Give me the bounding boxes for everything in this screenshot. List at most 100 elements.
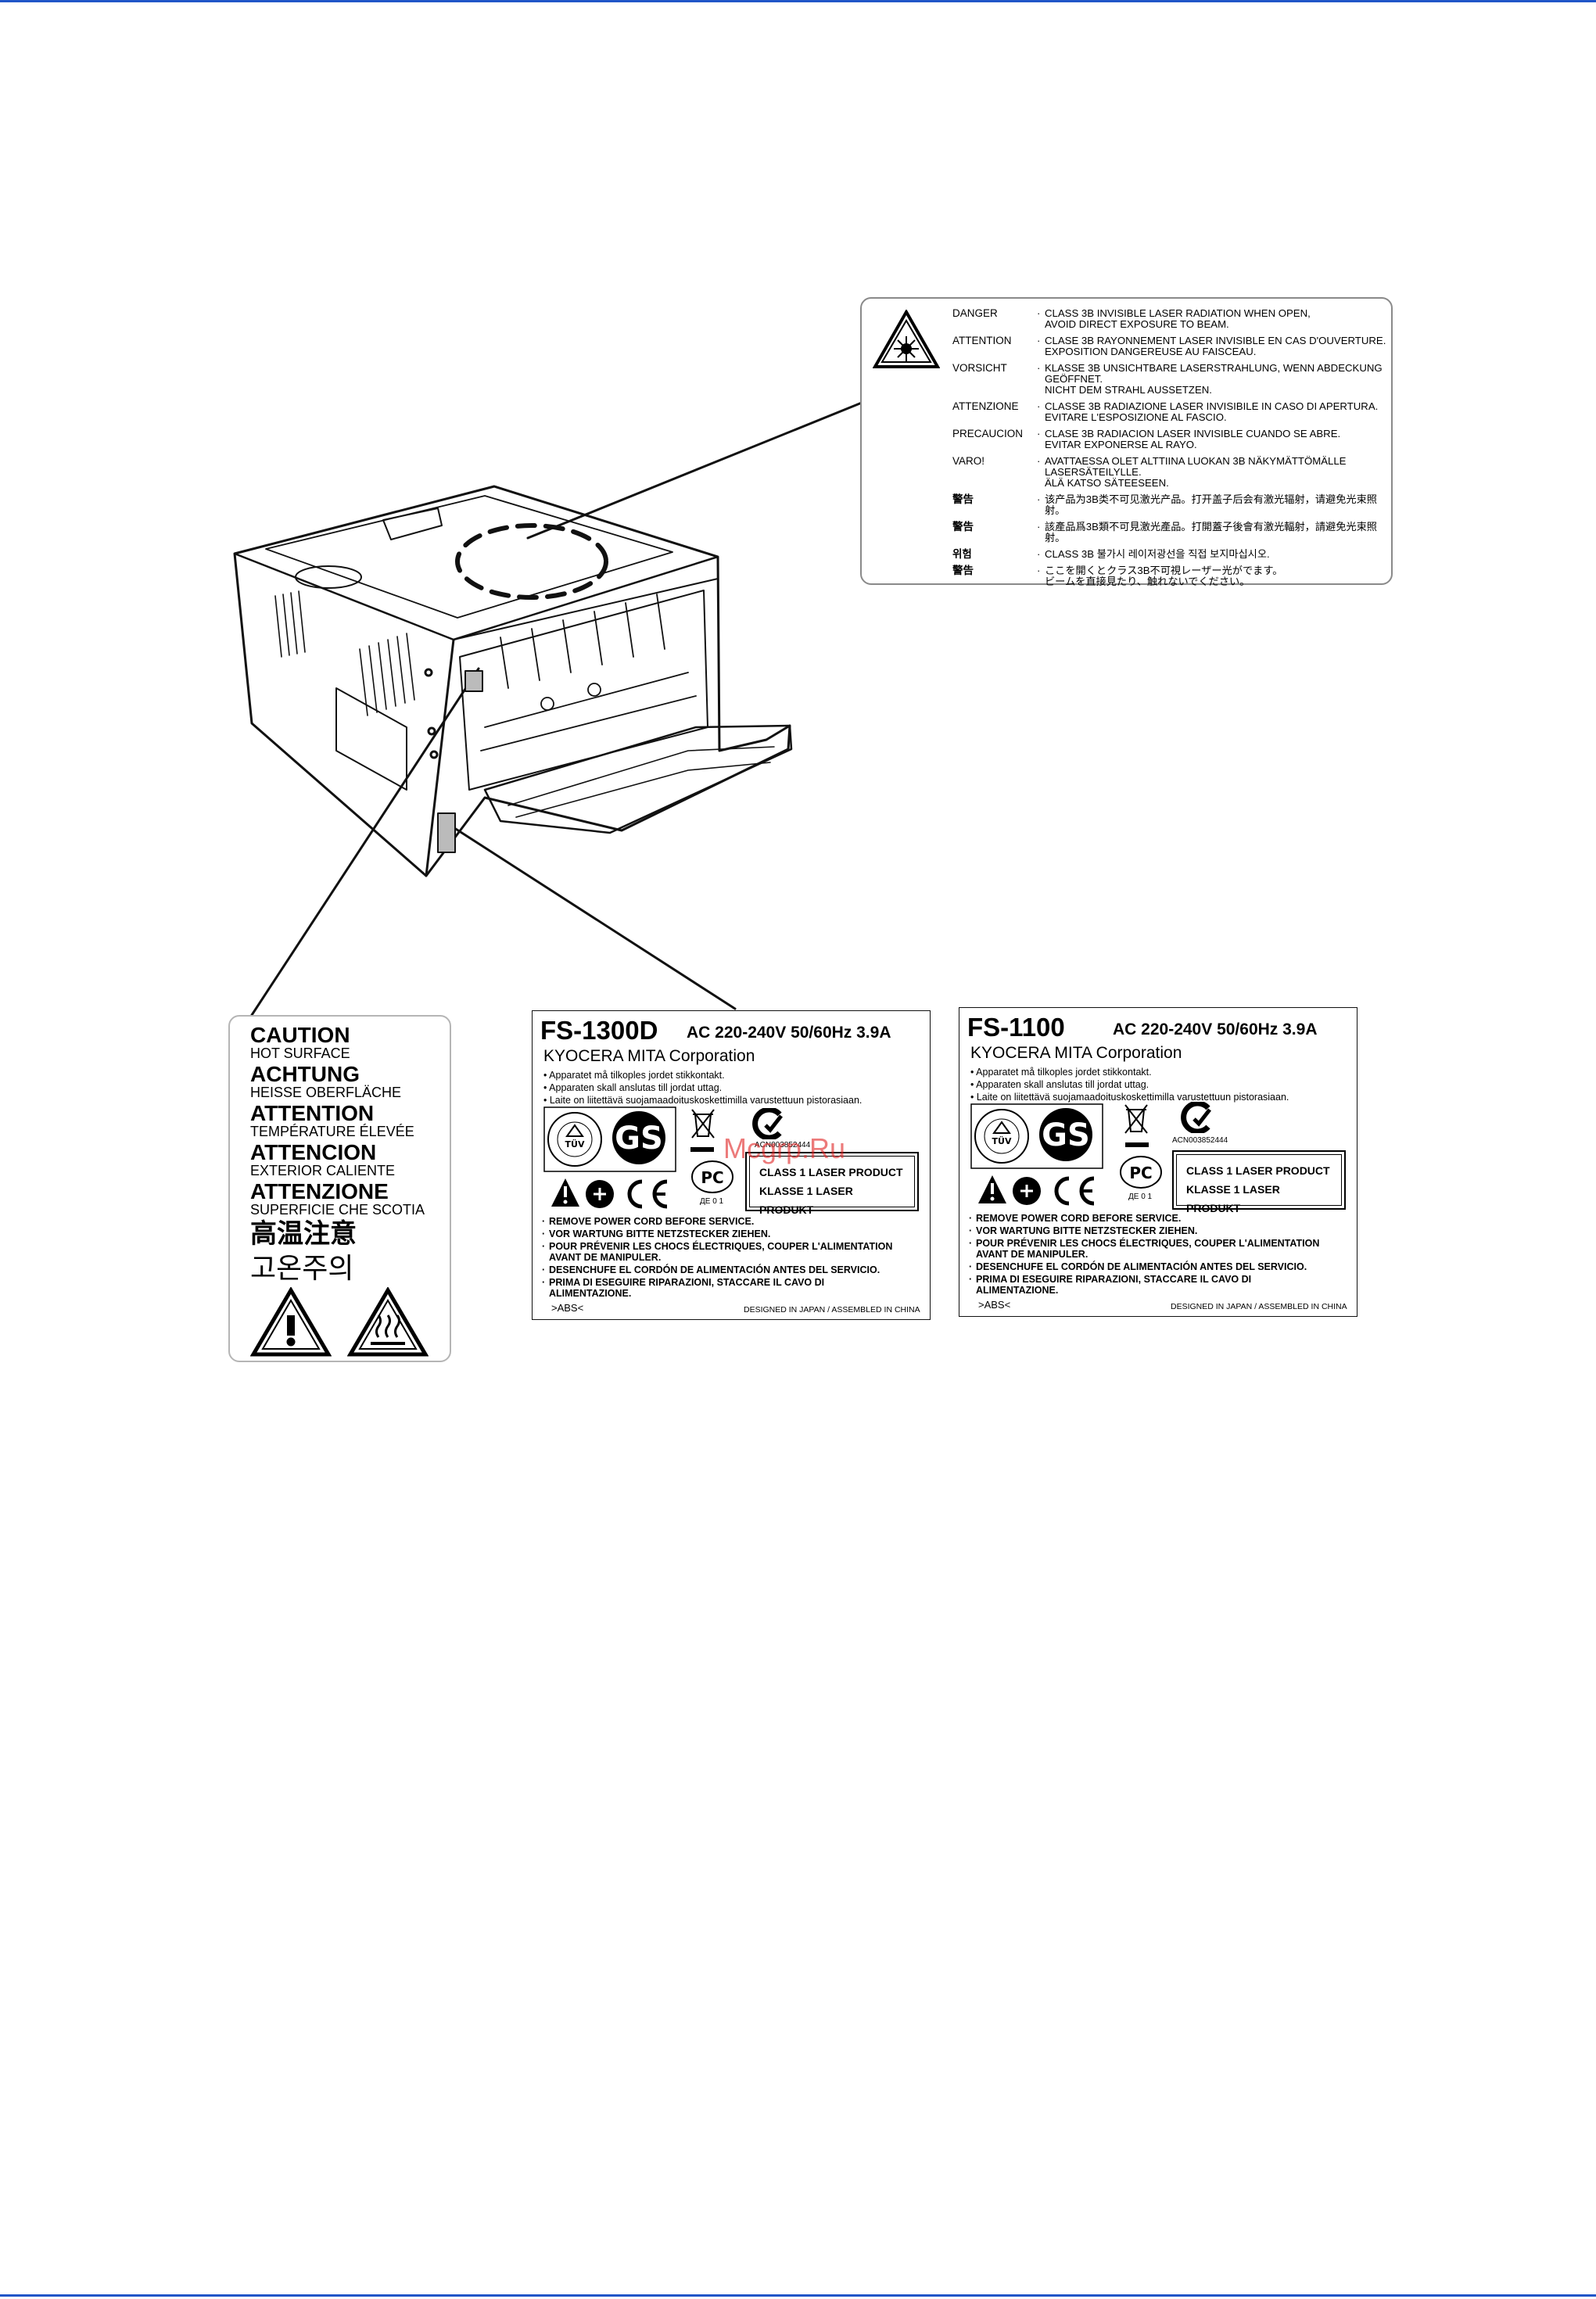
bar-icon (690, 1147, 714, 1152)
grounding-notes: Apparatet må tilkoples jordet stikkontak… (970, 1066, 1289, 1103)
caution-subtext: HEISSE OBERFLÄCHE (250, 1085, 402, 1100)
weee-bin-icon (691, 1109, 715, 1139)
model-name: FS-1300D (540, 1016, 658, 1045)
warning-text: AVATTAESSA OLET ALTTIINA LUOKAN 3B NÄKYM… (1037, 456, 1387, 489)
material-code: >ABS< (978, 1299, 1011, 1311)
svg-text:TÜV: TÜV (992, 1135, 1012, 1146)
class-1-laser-box: CLASS 1 LASER PRODUCT KLASSE 1 LASER PRO… (745, 1152, 919, 1216)
laser-warning-row: VORSICHT KLASSE 3B UNSICHTBARE LASERSTRAH… (952, 363, 1387, 396)
warning-text: CLASE 3B RADIACION LASER INVISIBLE CUAND… (1037, 429, 1387, 450)
warning-text: CLASSE 3B RADIAZIONE LASER INVISIBILE IN… (1037, 401, 1387, 423)
origin-statement: DESIGNED IN JAPAN / ASSEMBLED IN CHINA (744, 1305, 920, 1314)
grounding-note: Apparatet må tilkoples jordet stikkontak… (970, 1066, 1289, 1078)
warning-text: 該產品爲3B類不可見激光產品。打開蓋子後會有激光輻射，請避免光束照射。 (1037, 522, 1387, 543)
caution-line-5: ATTENZIONE SUPERFICIE CHE SCOTIA (250, 1181, 425, 1218)
origin-statement: DESIGNED IN JAPAN / ASSEMBLED IN CHINA (1171, 1302, 1347, 1311)
laser-warning-row: VARO! AVATTAESSA OLET ALTTIINA LUOKAN 3B … (952, 456, 1387, 489)
laser-warning-row: 警告 该产品为3B类不可见激光产品。打开盖子后会有激光辐射，请避免光束照射。 (952, 494, 1387, 516)
c-tick-icon (752, 1108, 783, 1139)
laser-warning-row: ATTENTIONCLASE 3B RAYONNEMENT LASER INVI… (952, 335, 1387, 357)
service-warning: PRIMA DI ESEGUIRE RIPARAZIONI, STACCARE … (542, 1277, 902, 1299)
service-warnings: REMOVE POWER CORD BEFORE SERVICE. VOR WA… (542, 1216, 902, 1300)
service-warning: DESENCHUFE EL CORDÓN DE ALIMENTACIÓN ANT… (969, 1261, 1329, 1272)
watermark-text: Mcgrp.Ru (723, 1132, 846, 1164)
weee-bin-icon (1124, 1104, 1148, 1134)
svg-text:GS: GS (615, 1121, 663, 1157)
service-warning: REMOVE POWER CORD BEFORE SERVICE. (542, 1216, 902, 1227)
service-warning: REMOVE POWER CORD BEFORE SERVICE. (969, 1213, 1329, 1224)
laser-radiation-warning-icon (873, 310, 940, 368)
safety-marks-icon (551, 1178, 668, 1209)
caution-subtext: HOT SURFACE (250, 1045, 350, 1061)
laser-class-line: CLASS 1 LASER PRODUCT (759, 1166, 903, 1178)
warning-text: KLASSE 3B UNSICHTBARE LASERSTRAHLUNG, WE… (1037, 363, 1387, 396)
svg-text:PC: PC (1129, 1164, 1152, 1182)
hot-surface-icon (347, 1287, 429, 1357)
warning-text: CLASE 3B RAYONNEMENT LASER INVISIBLE EN … (1037, 335, 1387, 357)
caution-line-4: ATTENCION EXTERIOR CALIENTE (250, 1142, 395, 1178)
warning-text: 该产品为3B类不可见激光产品。打开盖子后会有激光辐射，请避免光束照射。 (1037, 494, 1387, 516)
de-mark: ДЕ 0 1 (1128, 1193, 1153, 1201)
warning-keyword: VORSICHT (952, 362, 1007, 374)
warning-keyword: DANGER (952, 307, 998, 319)
safety-marks-icon (978, 1175, 1095, 1206)
service-warning: VOR WARTUNG BITTE NETZSTECKER ZIEHEN. (969, 1225, 1329, 1236)
rating-label-fs1100: FS-1100 AC 220-240V 50/60Hz 3.9A KYOCERA… (959, 1007, 1357, 1317)
svg-text:TÜV: TÜV (565, 1139, 585, 1150)
grounding-note: Apparaten skall anslutas till jordat utt… (543, 1081, 862, 1094)
service-warning: VOR WARTUNG BITTE NETZSTECKER ZIEHEN. (542, 1228, 902, 1239)
caution-heading: ACHTUNG (250, 1062, 360, 1086)
grounding-note: Apparatet må tilkoples jordet stikkontak… (543, 1069, 862, 1081)
grounding-notes: Apparatet må tilkoples jordet stikkontak… (543, 1069, 862, 1106)
caution-subtext: TEMPÉRATURE ÉLEVÉE (250, 1124, 414, 1139)
manufacturer-name: KYOCERA MITA Corporation (543, 1047, 755, 1065)
model-name: FS-1100 (967, 1013, 1065, 1042)
de-mark: ДЕ 0 1 (700, 1197, 724, 1206)
laser-warning-row: 警告 ここを開くとクラス3B不可視レーザー光がでます。 ビームを直接見たり、触れな… (952, 565, 1387, 587)
svg-text:GS: GS (1042, 1117, 1090, 1153)
caution-heading: CAUTION (250, 1023, 350, 1047)
caution-heading: ATTENCION (250, 1140, 377, 1164)
service-warning: DESENCHUFE EL CORDÓN DE ALIMENTACIÓN ANT… (542, 1264, 902, 1275)
caution-line-2: ACHTUNG HEISSE OBERFLÄCHE (250, 1062, 402, 1100)
laser-warning-label: DANGER CLASS 3B INVISIBLE LASER RADIATION… (860, 297, 1393, 587)
caution-korean-text: 고온주의 (250, 1252, 354, 1284)
approval-code: ACN003852444 (755, 1141, 811, 1150)
material-code: >ABS< (551, 1302, 584, 1314)
leader-line-rating (448, 823, 737, 1010)
service-warnings: REMOVE POWER CORD BEFORE SERVICE. VOR WA… (969, 1213, 1329, 1297)
service-warning: POUR PRÉVENIR LES CHOCS ÉLECTRIQUES, COU… (969, 1238, 1329, 1260)
tuv-gs-certification-icon: TÜV GS (543, 1106, 676, 1172)
leader-line-caution (250, 667, 480, 1017)
caution-heading: ATTENTION (250, 1101, 375, 1125)
c-tick-icon (1181, 1102, 1211, 1133)
warning-text: CLASS 3B 불가시 레이저광선을 직접 보지마십시오. (1037, 549, 1387, 561)
laser-class-line: KLASSE 1 LASER PRODUKT (1186, 1183, 1280, 1214)
laser-warning-row: DANGER CLASS 3B INVISIBLE LASER RADIATION… (952, 308, 1387, 330)
general-warning-icon (250, 1287, 332, 1357)
grounding-note: Apparaten skall anslutas till jordat utt… (970, 1078, 1289, 1091)
caution-chinese-text: 高温注意 (250, 1219, 357, 1249)
warning-keyword: 警告 (952, 521, 974, 533)
laser-warning-row: ATTENZIONE CLASSE 3B RADIAZIONE LASER INV… (952, 401, 1387, 423)
service-warning: PRIMA DI ESEGUIRE RIPARAZIONI, STACCARE … (969, 1274, 1329, 1296)
warning-keyword: 警告 (952, 565, 974, 576)
warning-text: ここを開くとクラス3B不可視レーザー光がでます。 ビームを直接見たり、触れないで… (1037, 565, 1387, 587)
grounding-note: Laite on liitettävä suojamaadoituskosket… (543, 1094, 863, 1106)
warning-text: CLASS 3B INVISIBLE LASER RADIATION WHEN … (1037, 308, 1387, 330)
hot-surface-caution-label: CAUTION HOT SURFACE ACHTUNG HEISSE OBERF… (228, 1015, 451, 1362)
caution-subtext: SUPERFICIE CHE SCOTIA (250, 1202, 425, 1218)
manufacturer-name: KYOCERA MITA Corporation (970, 1044, 1182, 1062)
pct-certification-icon: PC (1120, 1156, 1162, 1189)
warning-keyword: 위험 (952, 548, 972, 560)
bar-icon (1125, 1142, 1149, 1147)
laser-warning-row: PRECAUCIONCLASE 3B RADIACION LASER INVIS… (952, 429, 1387, 450)
laser-class-line: CLASS 1 LASER PRODUCT (1186, 1164, 1330, 1177)
warning-keyword: 警告 (952, 493, 974, 505)
warning-keyword: ATTENZIONE (952, 400, 1019, 412)
warning-keyword: VARO! (952, 455, 985, 467)
class-1-laser-box: CLASS 1 LASER PRODUCT KLASSE 1 LASER PRO… (1172, 1150, 1346, 1214)
caution-line-1: CAUTION HOT SURFACE (250, 1023, 350, 1061)
laser-class-line: KLASSE 1 LASER PRODUKT (759, 1185, 853, 1216)
tuv-gs-certification-icon: TÜV GS (970, 1103, 1103, 1169)
